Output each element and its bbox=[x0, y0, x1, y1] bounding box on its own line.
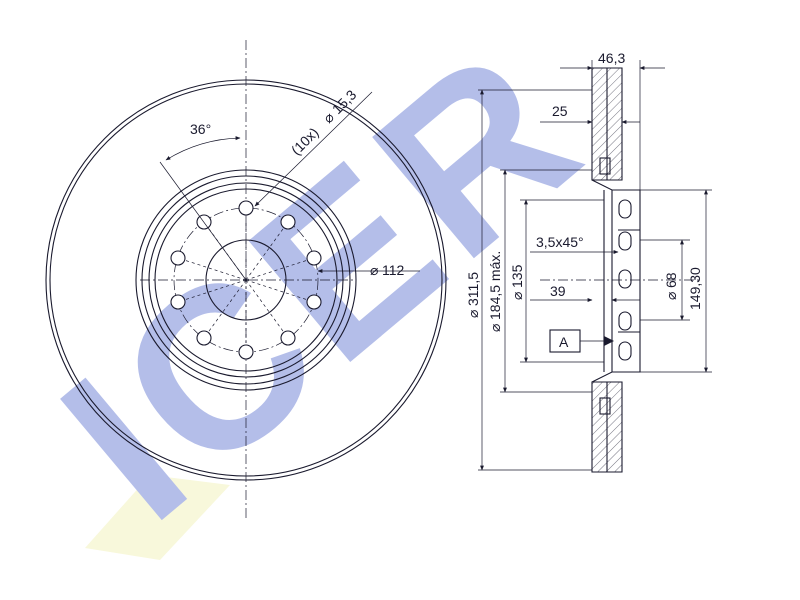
bolt-hole bbox=[280, 330, 296, 346]
bolt-hole bbox=[170, 294, 186, 310]
diameter-symbol: ⌀ bbox=[663, 291, 679, 300]
diameter-symbol: ⌀ bbox=[465, 309, 481, 318]
chamfer-label: 3,5x45° bbox=[536, 234, 584, 250]
diameter-symbol: ⌀ bbox=[487, 323, 503, 332]
front-view: 36° (10x) ⌀ 15,3 ⌀ 112 bbox=[45, 40, 447, 520]
datum-label: A bbox=[559, 334, 569, 350]
total-width-dimension: 46,3 bbox=[560, 50, 665, 190]
radial-lines bbox=[177, 208, 315, 352]
bolt-hole bbox=[306, 294, 322, 310]
pcd-callout: ⌀ 112 bbox=[317, 262, 420, 278]
hat-depth-label: 25 bbox=[552, 103, 568, 119]
max-diameter-label: 184,5 máx. bbox=[487, 251, 503, 320]
bolt-hole bbox=[238, 344, 254, 360]
diameter-symbol: ⌀ bbox=[509, 291, 525, 300]
bolt-hole bbox=[196, 330, 212, 346]
total-width-label: 46,3 bbox=[598, 50, 625, 66]
inner-diameter-dimension: ⌀ 135 bbox=[509, 199, 604, 363]
outer-diameter-label: 311,5 bbox=[465, 272, 481, 306]
bolt-holes bbox=[170, 200, 322, 360]
offset-dimension: 39 bbox=[530, 283, 640, 302]
hat-section-outline bbox=[591, 179, 641, 383]
center-bore-label: 68 bbox=[663, 272, 679, 288]
offset-label: 39 bbox=[550, 283, 566, 299]
hat-depth-dimension: 25 bbox=[540, 103, 640, 124]
angle-label: 36° bbox=[190, 121, 211, 137]
max-diameter-dimension: ⌀ 184,5 máx. bbox=[487, 169, 592, 393]
vent-upper bbox=[599, 157, 611, 175]
hat-diameter-dimension: 149,30 bbox=[640, 189, 712, 373]
diameter-symbol: ⌀ bbox=[370, 262, 379, 278]
datum-box: A bbox=[549, 329, 614, 353]
bolt-hole bbox=[306, 250, 322, 266]
hat-diameter-label: 149,30 bbox=[687, 267, 703, 310]
side-view: 46,3 25 3,5x45° 39 A bbox=[465, 50, 712, 473]
watermark-text: ICER bbox=[16, 0, 627, 568]
vent-lower bbox=[599, 397, 611, 415]
bolt-hole bbox=[238, 200, 254, 216]
pcd-label: 112 bbox=[382, 262, 405, 278]
bolt-hole bbox=[280, 214, 296, 230]
outer-diameter-dimension: ⌀ 311,5 bbox=[465, 89, 592, 471]
center-bore-dimension: ⌀ 68 bbox=[640, 239, 690, 321]
bolt-hole bbox=[170, 250, 186, 266]
chamfer-dimension: 3,5x45° bbox=[530, 234, 619, 254]
angle-dimension: 36° bbox=[159, 121, 247, 281]
section-bolt-holes bbox=[618, 199, 632, 361]
watermark-logo: ICER bbox=[16, 0, 627, 568]
inner-diameter-label: 135 bbox=[509, 264, 525, 288]
